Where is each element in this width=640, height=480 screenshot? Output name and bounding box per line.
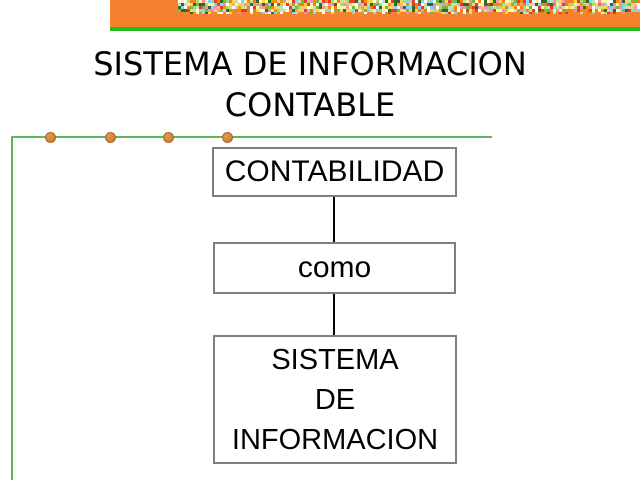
green-vertical-rule <box>11 136 13 480</box>
flowchart-box-sistema-de-informacion: SISTEMA DE INFORMACION <box>213 335 457 464</box>
flowchart-box-sistema-line-2: DE <box>314 383 356 416</box>
flowchart-box-como: como <box>213 242 456 294</box>
flowchart-connector-1 <box>333 197 335 242</box>
slide-title: SISTEMA DE INFORMACION CONTABLE <box>10 44 610 126</box>
banner-green-underline <box>110 27 640 31</box>
orange-bullet-dot <box>45 132 56 143</box>
mosaic-strip <box>178 0 640 14</box>
orange-bullet-dot <box>105 132 116 143</box>
title-line-1: SISTEMA DE INFORMACION <box>93 45 527 83</box>
title-line-2: CONTABLE <box>224 86 396 124</box>
flowchart-connector-2 <box>333 294 335 335</box>
flowchart-box-sistema-line-3: INFORMACION <box>231 423 439 456</box>
orange-bullet-dot <box>163 132 174 143</box>
flowchart-box-como-label: como <box>297 251 372 284</box>
orange-bullet-dot <box>222 132 233 143</box>
flowchart-box-sistema-line-1: SISTEMA <box>271 343 399 376</box>
flowchart-box-contabilidad: CONTABILIDAD <box>212 147 457 197</box>
top-banner <box>110 0 640 27</box>
green-horizontal-rule <box>12 136 492 138</box>
flowchart-box-contabilidad-label: CONTABILIDAD <box>224 155 445 188</box>
